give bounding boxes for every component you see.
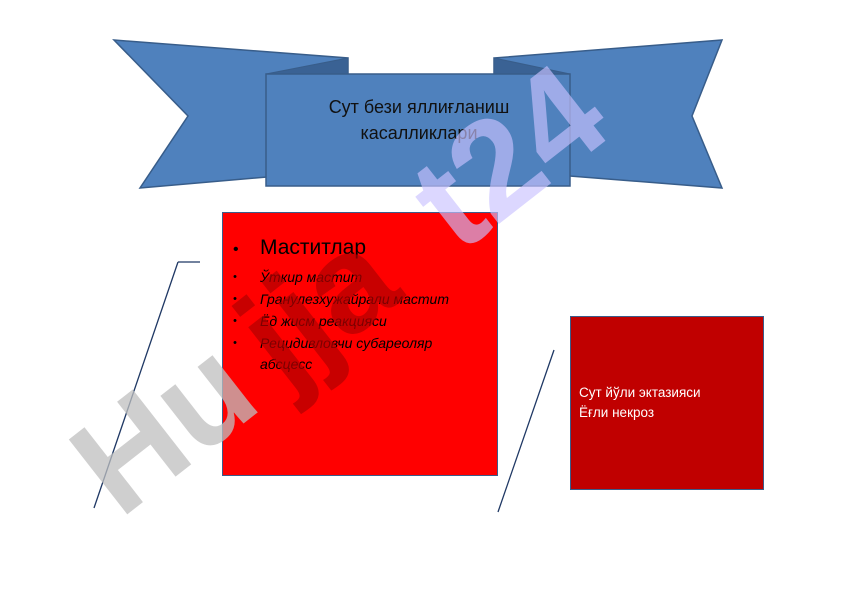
list-item: • Ёд жисм реакцияси [233, 311, 487, 332]
side-box-line: Ёғли некроз [579, 405, 655, 420]
mastitis-box: • Маститлар • Ўткир мастит • Гранулезхуж… [222, 212, 498, 476]
bullet-icon: • [233, 337, 237, 349]
list-item-label: Ёд жисм реакцияси [260, 313, 387, 329]
side-box: Сут йўли эктазияси Ёғли некроз [570, 316, 764, 490]
list-item-label: Рецидивловчи субареоляр абсцесс [260, 335, 433, 372]
list-heading-item: • Маститлар [233, 233, 487, 263]
list-item: • Рецидивловчи субареоляр абсцесс [233, 333, 487, 375]
bullet-icon: • [233, 315, 237, 327]
bullet-icon: • [233, 293, 237, 305]
side-box-line: Сут йўли эктазияси [579, 385, 701, 400]
list-heading: Маститлар [260, 236, 367, 259]
connector-line-left-diagonal [93, 261, 179, 509]
list-item-label: Ўткир мастит [260, 269, 363, 285]
bullet-icon: • [233, 271, 237, 283]
list-item: • Ўткир мастит [233, 267, 487, 288]
bullet-icon: • [233, 241, 239, 258]
mastitis-list: • Маститлар • Ўткир мастит • Гранулезхуж… [233, 233, 487, 376]
banner-center-panel [265, 73, 571, 187]
list-item-label: Гранулезхужайрали мастит [260, 291, 449, 307]
banner-title: Сут бези яллиғланиш касалликлари [328, 97, 510, 143]
connector-line-right-diagonal [497, 349, 555, 513]
list-item: • Гранулезхужайрали мастит [233, 289, 487, 310]
